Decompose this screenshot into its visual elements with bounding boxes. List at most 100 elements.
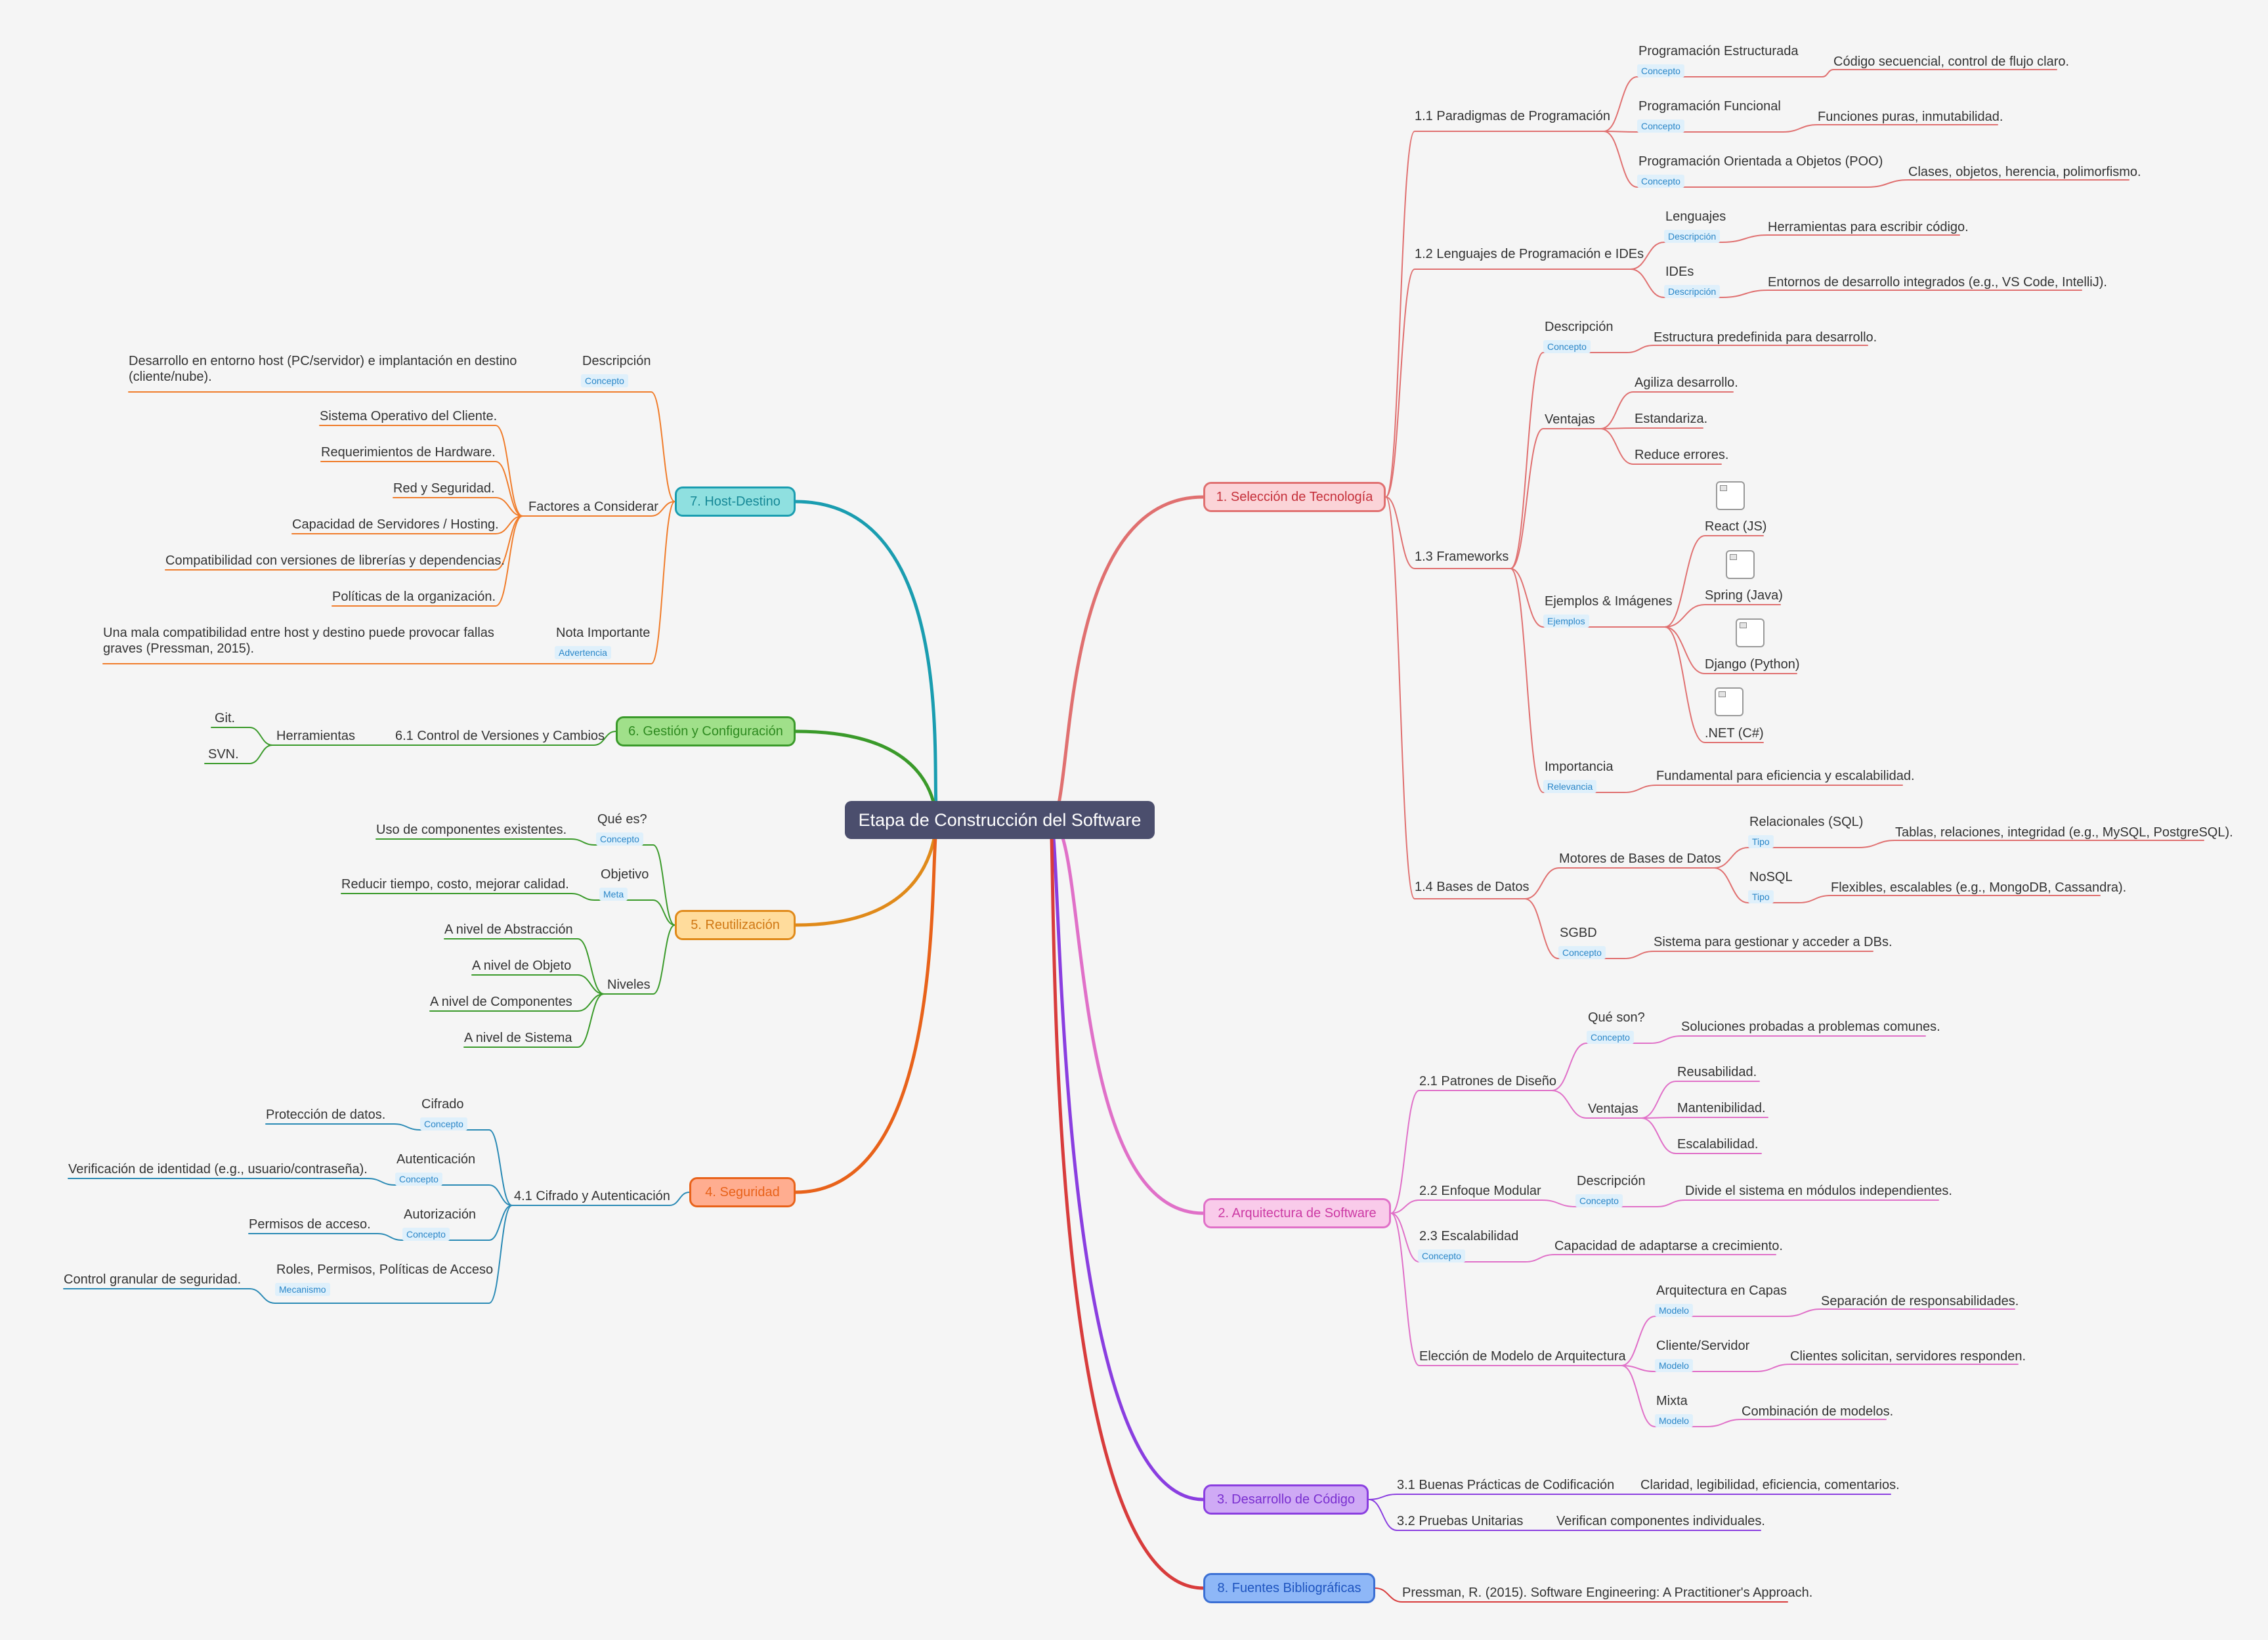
fw-spring[interactable]: Spring (Java) <box>1705 588 1783 603</box>
fw-ejemplos-topic[interactable]: Ejemplos & Imágenes <box>1545 594 1673 609</box>
reuso-objetivo-desc[interactable]: Reducir tiempo, costo, mejorar calidad. <box>341 877 569 892</box>
escalabilidad-desc[interactable]: Capacidad de adaptarse a crecimiento. <box>1554 1239 1783 1253</box>
root-topic[interactable]: Etapa de Construcción del Software <box>845 801 1155 839</box>
cifrado-desc[interactable]: Protección de datos. <box>266 1108 386 1122</box>
cliente-topic[interactable]: Cliente/Servidor <box>1656 1339 1750 1353</box>
mixta-desc[interactable]: Combinación de modelos. <box>1742 1404 1894 1419</box>
nivel-componentes[interactable]: A nivel de Componentes <box>430 995 572 1009</box>
relacionales-desc[interactable]: Tablas, relaciones, integridad (e.g., My… <box>1895 825 2233 840</box>
relacionales-topic[interactable]: Relacionales (SQL) <box>1749 815 1864 829</box>
host-nota-desc[interactable]: Una mala compatibilidad entre host y des… <box>103 626 494 656</box>
fw-ventajas-topic[interactable]: Ventajas <box>1545 412 1595 427</box>
lenguajes-ides-topic[interactable]: 1.2 Lenguajes de Programación e IDEs <box>1415 247 1644 261</box>
roles-desc[interactable]: Control granular de seguridad. <box>64 1272 242 1287</box>
herramientas-topic[interactable]: Herramientas <box>276 729 356 743</box>
fw-importancia-desc[interactable]: Fundamental para eficiencia y escalabili… <box>1656 769 1915 783</box>
factor-compatibilidad[interactable]: Compatibilidad con versiones de librería… <box>165 553 505 568</box>
estructurada-desc[interactable]: Código secuencial, control de flujo clar… <box>1833 54 2070 69</box>
estructurada-topic[interactable]: Programación Estructurada <box>1638 44 1799 58</box>
patrones-mantenibilidad[interactable]: Mantenibilidad. <box>1677 1101 1766 1115</box>
ides-desc[interactable]: Entornos de desarrollo integrados (e.g.,… <box>1768 275 2107 290</box>
capas-desc[interactable]: Separación de responsabilidades. <box>1821 1294 2019 1308</box>
cliente-desc[interactable]: Clientes solicitan, servidores responden… <box>1790 1349 2026 1364</box>
factor-politicas[interactable]: Políticas de la organización. <box>332 590 496 604</box>
patrones-ventajas-topic[interactable]: Ventajas <box>1588 1102 1638 1116</box>
ides-topic[interactable]: IDEs <box>1665 265 1694 279</box>
patrones-que-topic[interactable]: Qué son? <box>1588 1010 1645 1025</box>
bases-datos-topic[interactable]: 1.4 Bases de Datos <box>1415 880 1530 894</box>
patrones-que-desc[interactable]: Soluciones probadas a problemas comunes. <box>1681 1020 1940 1034</box>
control-versiones-topic[interactable]: 6.1 Control de Versiones y Cambios <box>395 729 605 743</box>
fw-importancia-topic[interactable]: Importancia <box>1545 760 1614 774</box>
eleccion-topic[interactable]: Elección de Modelo de Arquitectura <box>1419 1349 1626 1364</box>
fw-ventaja-reduce[interactable]: Reduce errores. <box>1635 448 1729 462</box>
reuso-que-topic[interactable]: Qué es? <box>597 812 647 827</box>
escalabilidad-topic[interactable]: 2.3 Escalabilidad <box>1419 1229 1519 1243</box>
fw-descripcion-topic[interactable]: Descripción <box>1545 320 1614 334</box>
capas-topic[interactable]: Arquitectura en Capas <box>1656 1284 1787 1298</box>
reuso-niveles-topic[interactable]: Niveles <box>607 978 651 992</box>
fw-ventaja-estandariza[interactable]: Estandariza. <box>1635 412 1708 426</box>
factor-hardware[interactable]: Requerimientos de Hardware. <box>321 445 496 460</box>
cifrado-auth-topic[interactable]: 4.1 Cifrado y Autenticación <box>514 1189 670 1203</box>
pruebas-topic[interactable]: 3.2 Pruebas Unitarias <box>1397 1514 1524 1528</box>
patrones-escalabilidad[interactable]: Escalabilidad. <box>1677 1137 1759 1152</box>
sgbd-desc[interactable]: Sistema para gestionar y acceder a DBs. <box>1654 935 1893 949</box>
poo-topic[interactable]: Programación Orientada a Objetos (POO) <box>1638 154 1883 169</box>
branch-fuentes[interactable]: 8. Fuentes Bibliográficas <box>1203 1573 1375 1603</box>
autorizacion-topic[interactable]: Autorización <box>404 1207 477 1222</box>
pruebas-desc[interactable]: Verifican componentes individuales. <box>1556 1514 1765 1528</box>
modular-desc[interactable]: Divide el sistema en módulos independien… <box>1685 1184 1952 1198</box>
fw-ventaja-agiliza[interactable]: Agiliza desarrollo. <box>1635 376 1738 390</box>
poo-desc[interactable]: Clases, objetos, herencia, polimorfismo. <box>1908 165 2141 179</box>
funcional-desc[interactable]: Funciones puras, inmutabilidad. <box>1818 110 2003 124</box>
fw-net[interactable]: .NET (C#) <box>1705 726 1764 741</box>
motores-topic[interactable]: Motores de Bases de Datos <box>1559 852 1721 866</box>
sgbd-topic[interactable]: SGBD <box>1560 926 1597 940</box>
frameworks-topic[interactable]: 1.3 Frameworks <box>1415 550 1509 564</box>
reuso-objetivo-topic[interactable]: Objetivo <box>601 867 649 882</box>
autorizacion-desc[interactable]: Permisos de acceso. <box>249 1217 371 1232</box>
fuentes-ref[interactable]: Pressman, R. (2015). Software Engineerin… <box>1402 1586 1813 1600</box>
tool-svn[interactable]: SVN. <box>208 747 239 762</box>
branch-seleccion-tecnologia[interactable]: 1. Selección de Tecnología <box>1203 482 1386 512</box>
practicas-topic[interactable]: 3.1 Buenas Prácticas de Codificación <box>1397 1478 1615 1492</box>
mixta-topic[interactable]: Mixta <box>1656 1394 1688 1408</box>
practicas-desc[interactable]: Claridad, legibilidad, eficiencia, comen… <box>1640 1478 1900 1492</box>
branch-desarrollo[interactable]: 3. Desarrollo de Código <box>1203 1484 1369 1515</box>
branch-reutilizacion[interactable]: 5. Reutilización <box>675 910 796 940</box>
host-nota-topic[interactable]: Nota Importante <box>556 626 651 640</box>
patrones-reusabilidad[interactable]: Reusabilidad. <box>1677 1065 1757 1079</box>
nosql-desc[interactable]: Flexibles, escalables (e.g., MongoDB, Ca… <box>1831 880 2127 895</box>
tool-git[interactable]: Git. <box>215 711 236 725</box>
branch-gestion[interactable]: 6. Gestión y Configuración <box>616 716 796 746</box>
lenguajes-topic[interactable]: Lenguajes <box>1665 209 1726 224</box>
autenticacion-topic[interactable]: Autenticación <box>396 1152 476 1167</box>
fw-descripcion-desc[interactable]: Estructura predefinida para desarrollo. <box>1654 330 1877 345</box>
fw-django[interactable]: Django (Python) <box>1705 657 1800 672</box>
host-descripcion-topic[interactable]: Descripción <box>582 354 651 368</box>
factor-so[interactable]: Sistema Operativo del Cliente. <box>320 409 498 423</box>
nivel-abstraccion[interactable]: A nivel de Abstracción <box>444 922 573 937</box>
host-factores-topic[interactable]: Factores a Considerar <box>528 500 658 514</box>
nivel-objeto[interactable]: A nivel de Objeto <box>472 959 572 973</box>
nosql-topic[interactable]: NoSQL <box>1749 870 1793 884</box>
branch-arquitectura[interactable]: 2. Arquitectura de Software <box>1203 1198 1391 1228</box>
funcional-topic[interactable]: Programación Funcional <box>1638 99 1781 114</box>
factor-servidores[interactable]: Capacidad de Servidores / Hosting. <box>292 517 499 532</box>
branch-seguridad[interactable]: 4. Seguridad <box>689 1177 796 1207</box>
modular-topic[interactable]: 2.2 Enfoque Modular <box>1419 1184 1541 1198</box>
modular-desc-topic[interactable]: Descripción <box>1577 1174 1646 1188</box>
patrones-topic[interactable]: 2.1 Patrones de Diseño <box>1419 1074 1557 1089</box>
reuso-que-desc[interactable]: Uso de componentes existentes. <box>376 823 567 837</box>
host-descripcion-desc[interactable]: Desarrollo en entorno host (PC/servidor)… <box>129 354 517 384</box>
roles-topic[interactable]: Roles, Permisos, Políticas de Acceso <box>276 1262 494 1277</box>
factor-red[interactable]: Red y Seguridad. <box>393 481 495 496</box>
cifrado-topic[interactable]: Cifrado <box>421 1097 464 1111</box>
branch-host-destino[interactable]: 7. Host-Destino <box>675 486 796 517</box>
paradigmas-topic[interactable]: 1.1 Paradigmas de Programación <box>1415 109 1610 123</box>
lenguajes-desc[interactable]: Herramientas para escribir código. <box>1768 220 1969 234</box>
autenticacion-desc[interactable]: Verificación de identidad (e.g., usuario… <box>68 1162 368 1176</box>
nivel-sistema[interactable]: A nivel de Sistema <box>464 1031 572 1045</box>
fw-react[interactable]: React (JS) <box>1705 519 1767 534</box>
